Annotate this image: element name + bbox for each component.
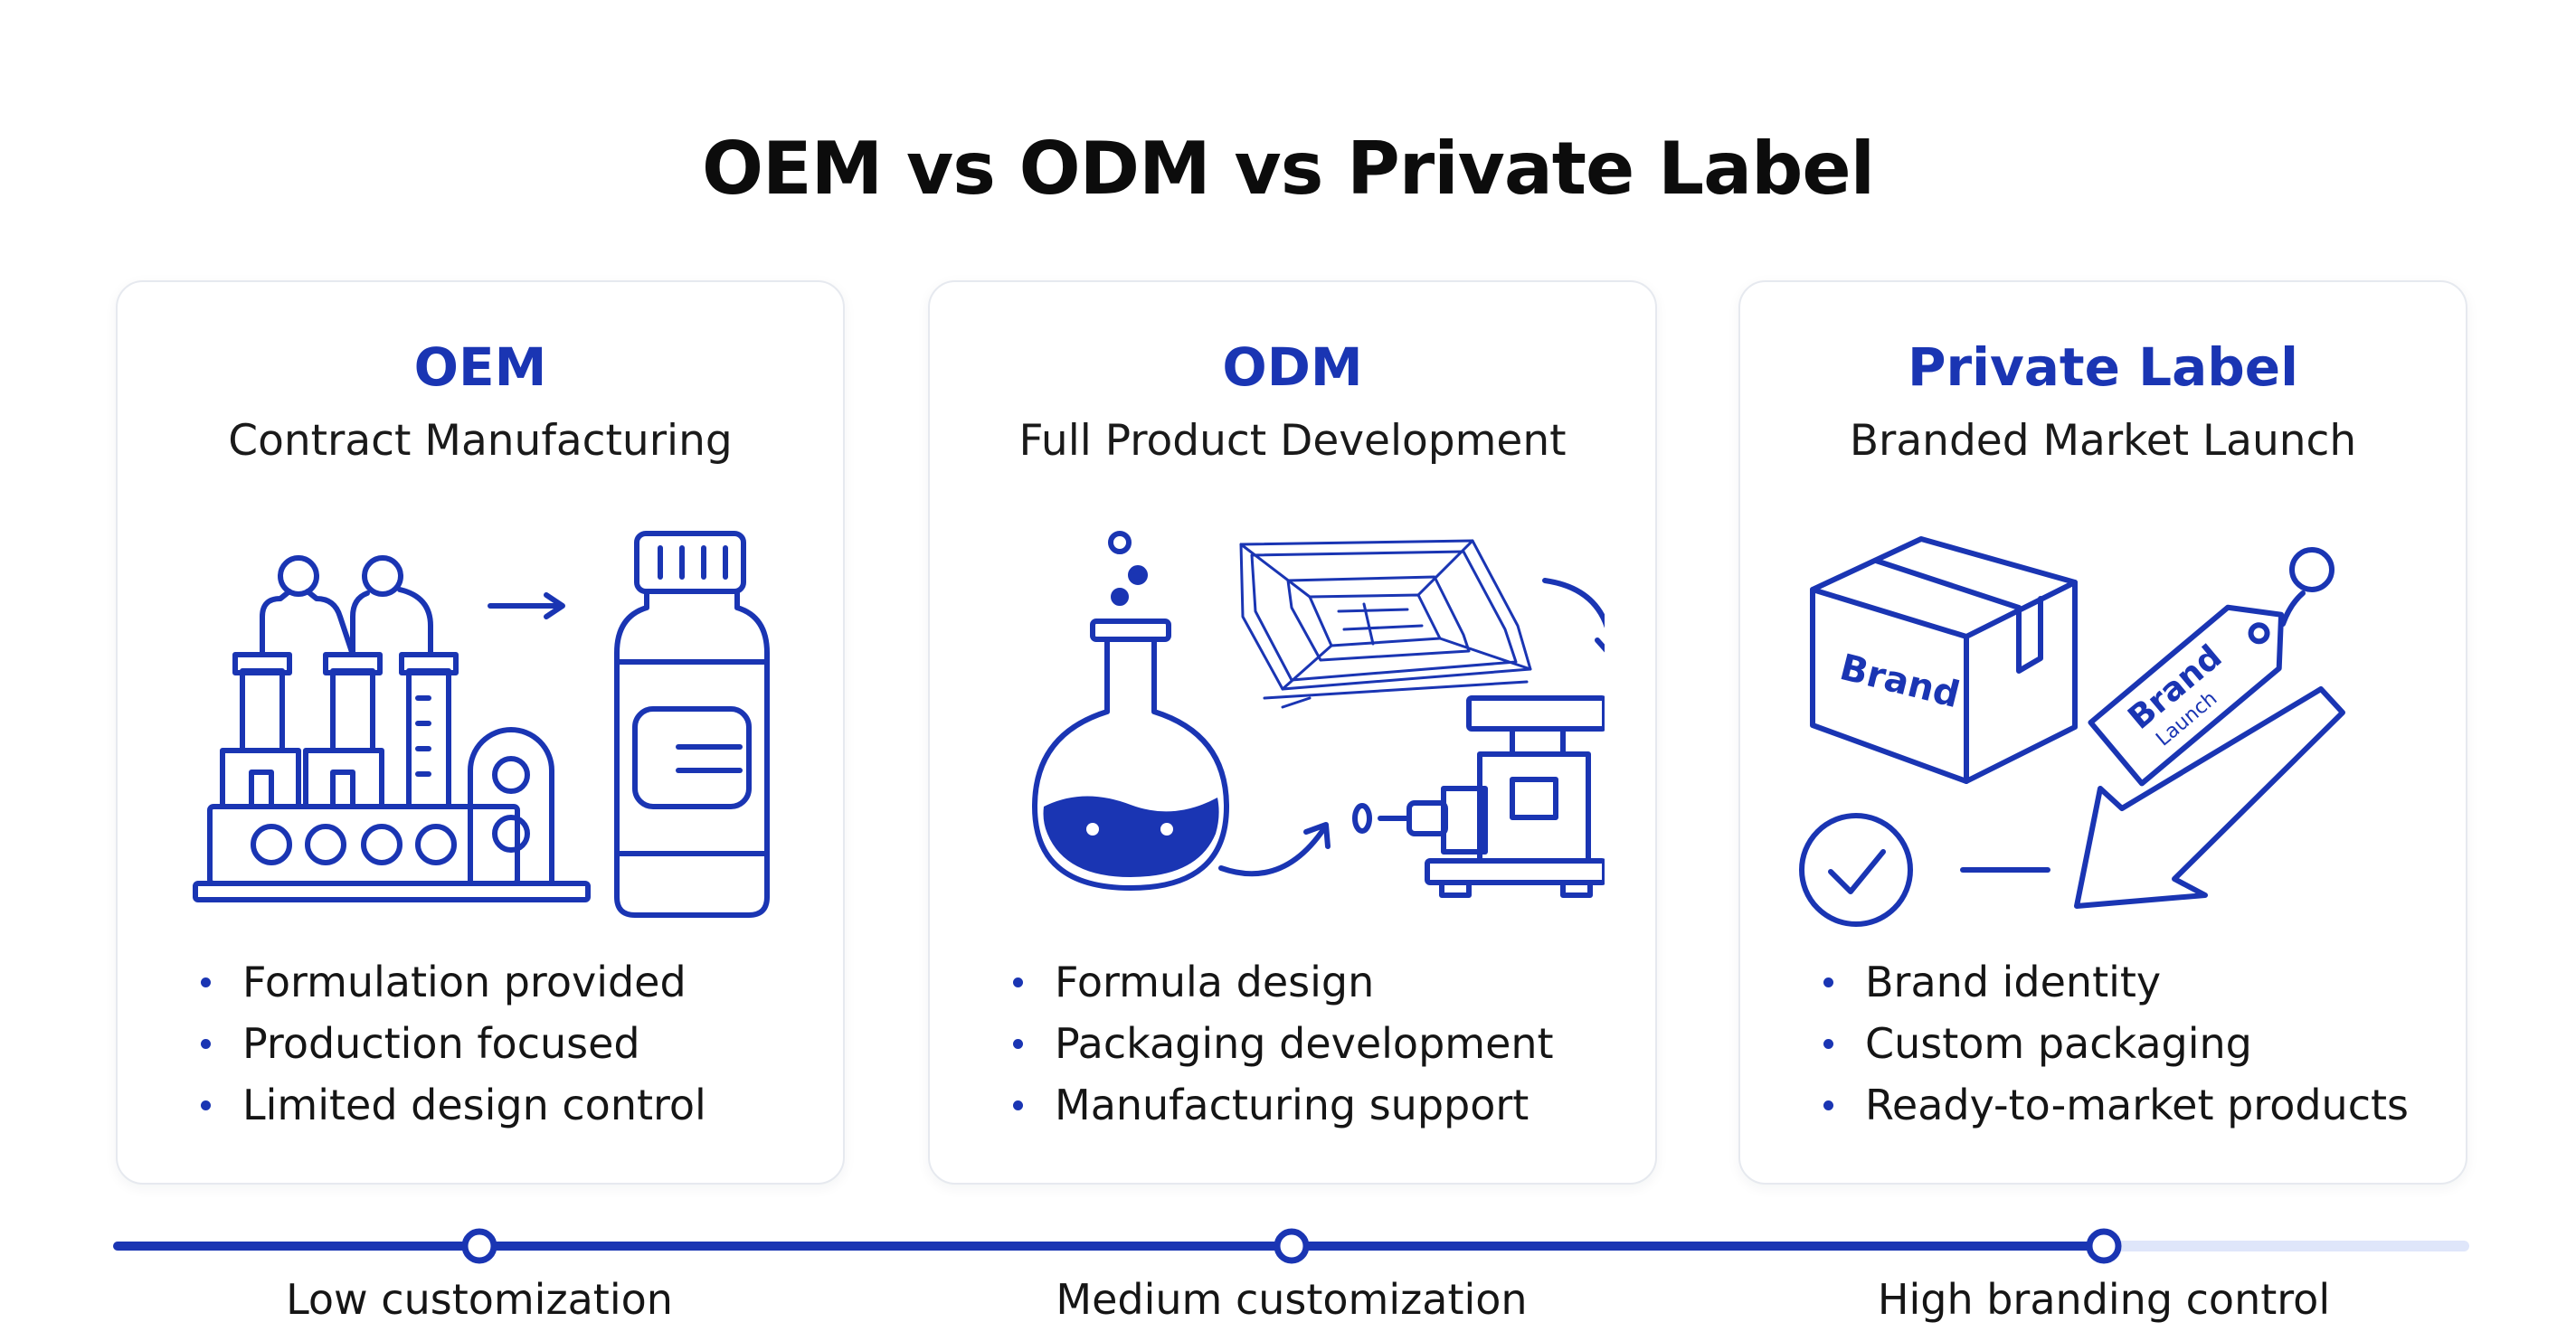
page-title: OEM vs ODM vs Private Label (701, 127, 1875, 211)
list-item: Production focused (201, 1013, 706, 1074)
bullet-list: Formulation provided Production focused … (201, 951, 706, 1136)
scale-label-low: Low customization (286, 1275, 673, 1324)
list-item: Formula design (1013, 951, 1554, 1013)
box-icon: Brand (1810, 536, 2078, 784)
list-item: Custom packaging (1823, 1013, 2409, 1074)
card-title: ODM (1222, 336, 1363, 398)
list-item: Manufacturing support (1013, 1074, 1554, 1136)
scale-marker-low (461, 1228, 497, 1264)
list-item: Limited design control (201, 1074, 706, 1136)
bullet-list: Brand identity Custom packaging Ready-to… (1823, 951, 2409, 1136)
tag-icon: Brand Launch (2088, 604, 2285, 787)
scale-marker-medium (1274, 1228, 1310, 1264)
card-title: OEM (413, 336, 547, 398)
scale-label-high: High branding control (1877, 1275, 2331, 1324)
list-item: Packaging development (1013, 1013, 1554, 1074)
card-subtitle: Contract Manufacturing (228, 416, 733, 466)
card-subtitle: Branded Market Launch (1849, 416, 2357, 466)
scale-marker-high (2086, 1228, 2122, 1264)
brand-box-tag-and-check-icon: Brand Brand Launch (1799, 536, 2345, 927)
list-item: Formulation provided (201, 951, 706, 1013)
card-title: Private Label (1907, 336, 2299, 398)
card-subtitle: Full Product Development (1018, 416, 1567, 466)
card-private-label: Private Label Branded Market Launch Bran… (1738, 280, 2467, 1185)
scale-label-medium: Medium customization (1056, 1275, 1528, 1324)
factory-line-and-bottle-icon (193, 531, 770, 918)
list-item: Ready-to-market products (1823, 1074, 2409, 1136)
card-odm: ODM Full Product Development (928, 280, 1657, 1185)
bullet-list: Formula design Packaging development Man… (1013, 951, 1554, 1136)
list-item: Brand identity (1823, 951, 2409, 1013)
box-brand-label: Brand (1836, 647, 1964, 716)
flask-blueprint-and-machine-icon (1032, 531, 1605, 898)
card-oem: OEM Contract Manufacturing (116, 280, 845, 1185)
